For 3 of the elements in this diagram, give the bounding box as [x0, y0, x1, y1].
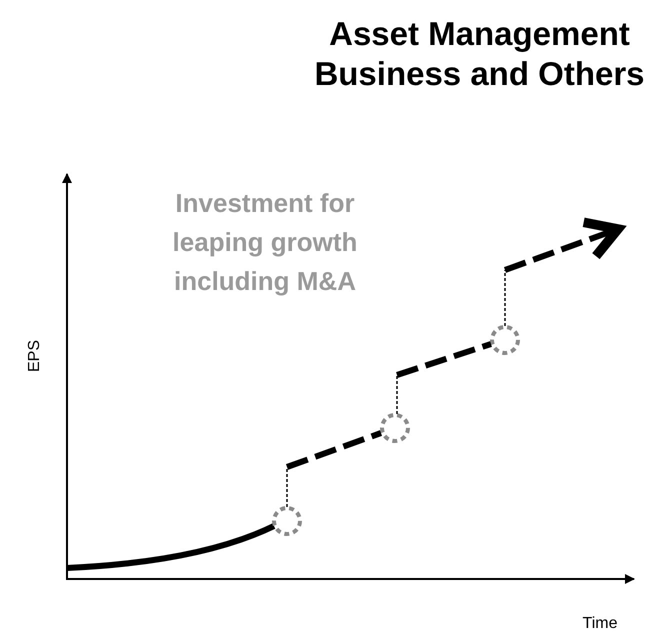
axis-label: EPS [25, 339, 44, 374]
title: Asset Management Business and Others [313, 14, 646, 94]
axis-label: Time [582, 614, 618, 634]
